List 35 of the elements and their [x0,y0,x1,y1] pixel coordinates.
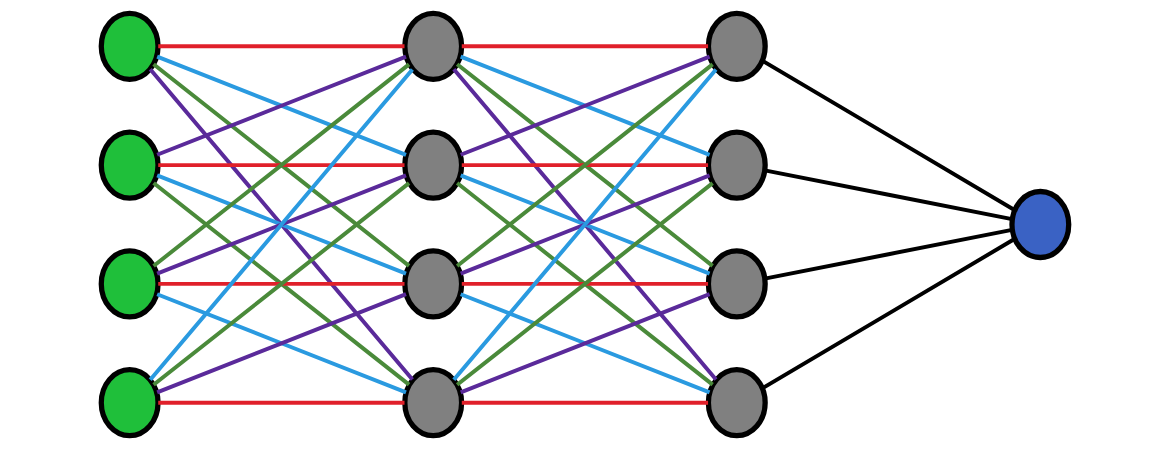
connector [761,59,1016,212]
connector [764,168,1013,222]
node-circle [705,129,768,201]
connector [761,237,1016,390]
node-circle [402,367,465,439]
connector [461,400,709,405]
connector [455,62,714,268]
connector [461,163,709,168]
node-circle [705,248,768,320]
node-circle [98,129,161,201]
node-circle [98,367,161,439]
connector [461,44,709,49]
connector [158,163,405,168]
connector [156,173,407,276]
connector [764,227,1013,281]
connector [158,400,405,405]
connector [152,181,411,387]
node-circle [98,10,161,82]
connector [158,44,405,49]
node-circle [402,129,465,201]
connector [455,181,714,387]
connector [461,281,709,286]
node-circle [98,248,161,320]
node-circle [705,10,768,82]
connector [460,292,711,395]
node-circle [1009,188,1072,261]
connector [460,54,711,157]
connector [460,173,711,276]
node-circle [402,248,465,320]
connector [152,62,411,268]
connector [156,292,407,395]
connector [158,281,405,286]
node-circle [402,10,465,82]
node-circle [705,367,768,439]
connector [156,54,407,157]
